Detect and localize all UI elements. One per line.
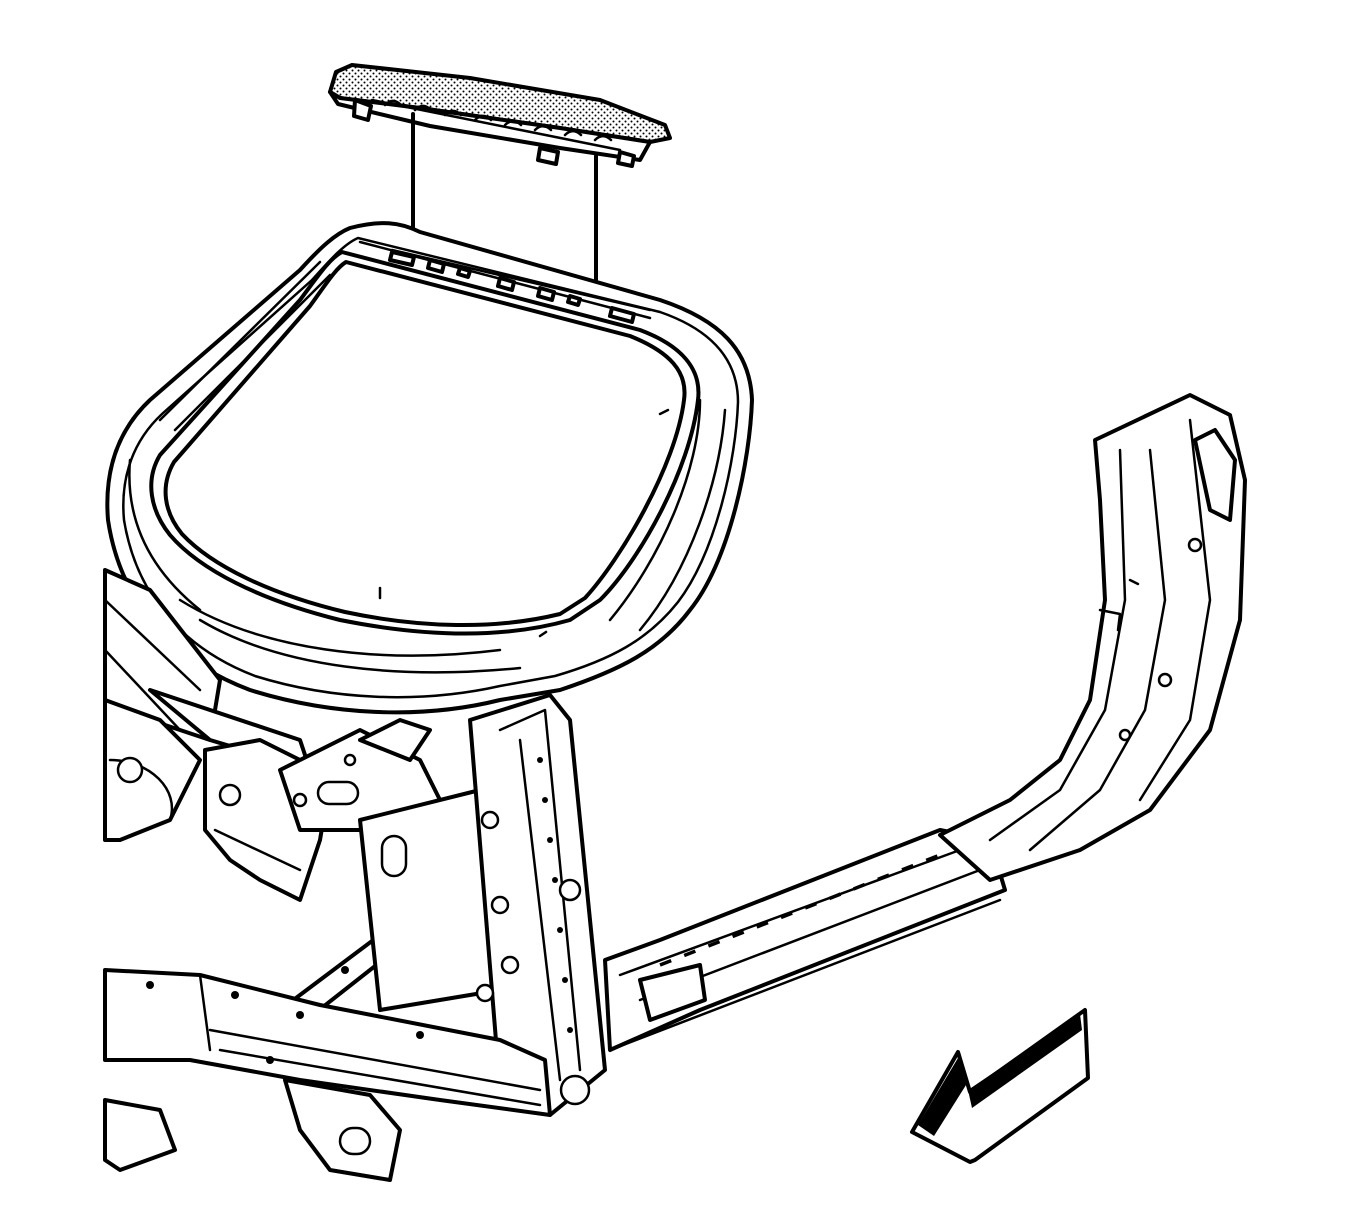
pillar-holes-icon <box>475 757 591 1106</box>
left-rear-structure <box>103 568 332 902</box>
roof-reinforcement-part <box>328 63 672 168</box>
frame-slots-icon <box>388 250 636 324</box>
center-bracket-assembly <box>278 718 512 1027</box>
lower-rail <box>103 966 552 1182</box>
rail-holes-icon <box>146 966 424 1064</box>
rocker-panel <box>603 828 1007 1052</box>
front-of-vehicle-arrow-icon <box>910 1008 1090 1164</box>
wheelhouse-panel <box>938 393 1247 882</box>
reinforcement-tabs-icon <box>352 98 636 168</box>
liftgate-opening-frame <box>105 221 754 715</box>
